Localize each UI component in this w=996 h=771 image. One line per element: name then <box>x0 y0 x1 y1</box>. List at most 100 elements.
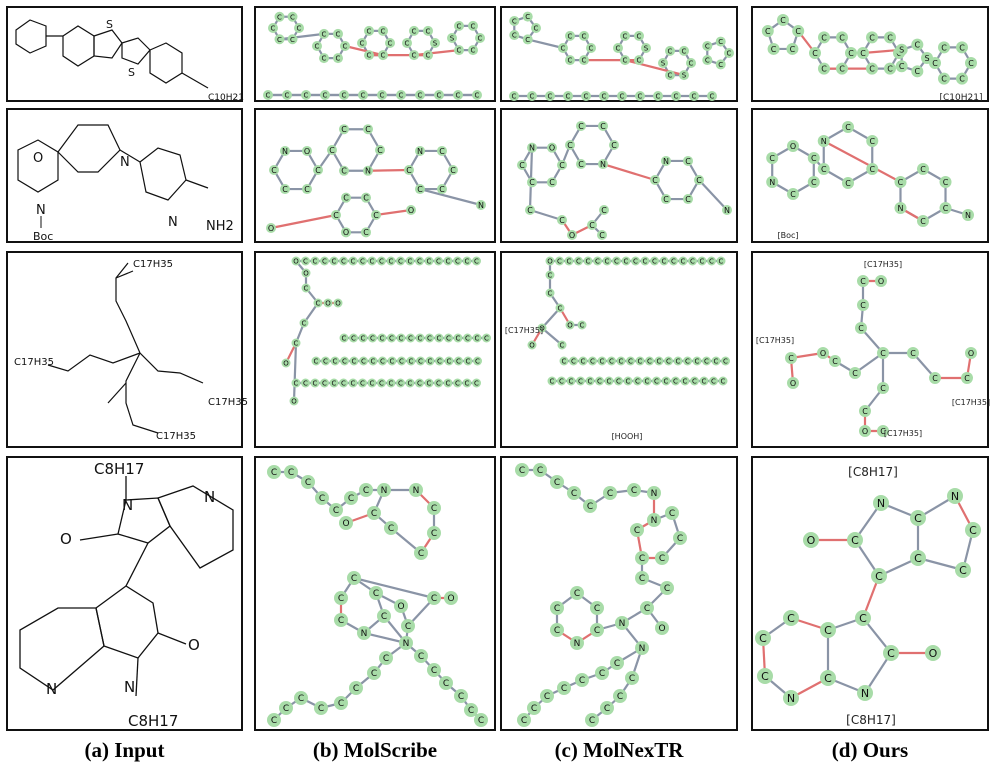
atom-node <box>894 202 907 214</box>
atom-label: C <box>578 378 583 386</box>
atom-label: C <box>456 335 461 343</box>
atom-label: C <box>696 176 702 185</box>
atom-node <box>894 176 907 188</box>
atom-node <box>911 38 924 51</box>
atom-label: C <box>338 616 344 626</box>
atom-node <box>406 205 416 215</box>
atom-label: C <box>620 93 625 101</box>
atom-label: C <box>302 320 307 328</box>
atom-node <box>585 376 595 386</box>
atom-label: C <box>638 93 643 101</box>
atom-label: C <box>718 61 723 69</box>
atom-label: C <box>899 62 905 71</box>
atom-label: C <box>647 358 652 366</box>
atom-node <box>340 41 350 51</box>
atom-label: C <box>676 358 681 366</box>
atom-label: S <box>924 54 929 63</box>
atom-label: C <box>862 407 868 416</box>
atom-label: C <box>711 378 716 386</box>
atom-node <box>414 649 428 663</box>
atom-node <box>555 256 564 266</box>
atom-label: C <box>812 49 818 58</box>
atom-node <box>339 165 349 176</box>
atom-node <box>363 124 373 135</box>
atom-node <box>563 91 573 101</box>
atom-node <box>397 356 406 366</box>
atom-node <box>578 356 588 366</box>
atom-label: C <box>294 340 299 348</box>
atom-node <box>468 20 478 31</box>
atom-node <box>363 165 373 176</box>
atom-node <box>866 31 878 44</box>
atom-node <box>359 356 368 366</box>
atom-node <box>665 506 679 520</box>
atom-node <box>947 488 963 504</box>
atom-node <box>547 142 557 153</box>
atom-node <box>301 90 311 100</box>
atom-label: C <box>580 322 585 330</box>
atom-label: C <box>558 305 563 313</box>
atom-node <box>938 41 950 54</box>
atom-label: C <box>811 178 817 187</box>
atom-label: C <box>657 358 662 366</box>
group-tag: [C10H21] <box>940 93 983 103</box>
atom-node <box>463 333 472 343</box>
atom-node <box>424 378 434 388</box>
bond <box>292 342 298 402</box>
atom-node <box>716 256 726 266</box>
atom-label: C <box>418 652 424 662</box>
atom-label: C <box>915 41 921 50</box>
atom-node <box>527 701 541 715</box>
atom-label: C <box>319 494 325 504</box>
atom-node <box>334 591 348 605</box>
atom-node <box>579 55 589 66</box>
atom-node <box>590 623 604 637</box>
atom-label: C <box>475 335 480 343</box>
atom-node <box>955 562 971 578</box>
atom-node <box>641 43 651 53</box>
atom-node <box>378 25 388 36</box>
atom-label: C <box>561 45 566 53</box>
atom-node <box>444 356 454 366</box>
atom-label: N <box>651 489 658 499</box>
atom-label: C <box>294 380 299 388</box>
atom-label: C <box>554 626 560 636</box>
atom-label: C <box>571 358 576 366</box>
atom-node <box>415 145 425 156</box>
atom-label: C <box>550 378 555 386</box>
atom-label: C <box>341 380 346 388</box>
atom-label: C <box>839 33 845 42</box>
atom-node <box>406 333 415 343</box>
atom-node <box>396 90 406 100</box>
atom-node <box>396 378 405 388</box>
atom-node <box>301 475 315 489</box>
group-tag: [C8H17] <box>848 465 898 479</box>
atom-label: C <box>617 692 623 702</box>
atom-label: C <box>428 358 433 366</box>
atom-label: O <box>790 379 796 388</box>
atom-node <box>755 630 771 646</box>
atom-label: C <box>332 258 337 266</box>
atom-label: C <box>351 335 356 343</box>
atom-node <box>377 609 391 623</box>
atom-node <box>339 378 348 388</box>
atom-node <box>435 356 444 366</box>
atom-node <box>576 120 586 131</box>
atom-label: C <box>611 141 617 150</box>
atom-label: C <box>677 534 683 544</box>
atom-node <box>650 175 660 185</box>
atom-node <box>633 376 642 386</box>
atom-label: C <box>389 335 394 343</box>
atom-label: C <box>277 13 282 21</box>
atom-label: C <box>456 92 461 100</box>
atom-label: O <box>862 427 868 436</box>
atom-node <box>415 184 425 195</box>
atom-node <box>310 378 320 388</box>
atom-node <box>702 40 713 51</box>
atom-label: C <box>431 666 437 676</box>
atom-label: C <box>714 358 719 366</box>
